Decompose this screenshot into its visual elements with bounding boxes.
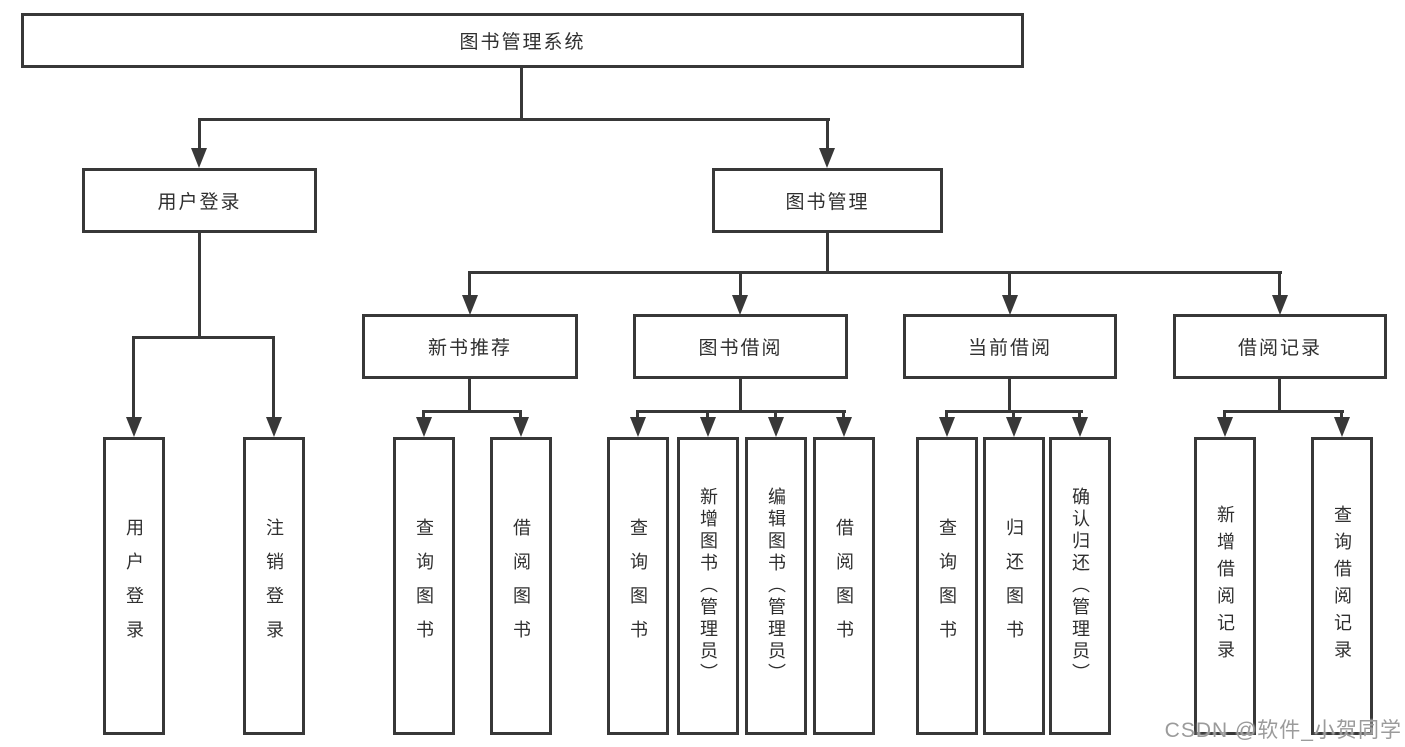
node-book-management: 图书管理 [712,168,943,233]
node-user-login: 用户登录 [82,168,317,233]
leaf-edit-book-admin: 编辑图书（管理员） [745,437,807,735]
leaf-label: 查询借阅记录 [1332,505,1352,667]
node-label: 用户登录 [157,192,242,213]
leaf-label: 用户登录 [124,518,144,654]
watermark: CSDN @软件_小贺同学 [1164,719,1402,742]
leaf-add-borrow-record: 新增借阅记录 [1194,437,1256,735]
arrowhead [819,148,835,168]
leaf-label: 借阅图书 [511,518,531,654]
connector-line [1223,410,1344,413]
leaf-query-borrow-record: 查询借阅记录 [1311,437,1373,735]
arrowhead [513,417,529,437]
arrowhead [462,295,478,315]
connector-line [945,410,1083,413]
arrowhead [1072,417,1088,437]
connector-line [826,233,829,274]
node-borrowing-records: 借阅记录 [1173,314,1387,379]
arrowhead [939,417,955,437]
node-current-borrowing: 当前借阅 [903,314,1117,379]
arrowhead [126,417,142,437]
connector-line [132,336,275,339]
arrowhead [1334,417,1350,437]
arrowhead [1217,417,1233,437]
node-book-borrowing: 图书借阅 [633,314,848,379]
node-label: 图书借阅 [698,338,783,359]
arrowhead [630,417,646,437]
connector-line [468,274,471,298]
connector-line [468,379,471,412]
leaf-label: 新增借阅记录 [1215,505,1235,667]
arrowhead [1272,295,1288,315]
node-label: 借阅记录 [1237,338,1322,359]
connector-line [1278,274,1281,298]
connector-line [1278,379,1281,412]
arrowhead [700,417,716,437]
arrowhead [768,417,784,437]
connector-line [739,274,742,298]
connector-line [1008,379,1011,412]
leaf-query-books-recommend: 查询图书 [393,437,455,735]
connector-line [520,68,523,121]
leaf-borrow-books-borrowing: 借阅图书 [813,437,875,735]
arrowhead [1006,417,1022,437]
connector-line [636,410,846,413]
leaf-query-books-borrowing: 查询图书 [607,437,669,735]
leaf-logout: 注销登录 [243,437,305,735]
connector-line [272,339,275,419]
node-new-book-recommend: 新书推荐 [362,314,578,379]
leaf-label: 查询图书 [628,518,648,654]
leaf-label: 新增图书（管理员） [698,487,718,685]
leaf-return-book: 归还图书 [983,437,1045,735]
leaf-label: 确认归还（管理员） [1070,487,1090,685]
connector-line [198,233,201,339]
arrowhead [191,148,207,168]
connector-line [198,121,201,151]
leaf-label: 借阅图书 [834,518,854,654]
node-label: 当前借阅 [967,338,1052,359]
node-label: 图书管理 [785,192,870,213]
arrowhead [416,417,432,437]
leaf-borrow-books-recommend: 借阅图书 [490,437,552,735]
arrowhead [266,417,282,437]
connector-line [422,410,522,413]
connector-line [468,271,1282,274]
arrowhead [1002,295,1018,315]
leaf-add-book-admin: 新增图书（管理员） [677,437,739,735]
leaf-user-login: 用户登录 [103,437,165,735]
arrowhead [732,295,748,315]
connector-line [198,118,830,121]
connector-line [132,339,135,419]
leaf-label: 编辑图书（管理员） [766,487,786,685]
connector-line [739,379,742,412]
node-root: 图书管理系统 [21,13,1024,68]
leaf-label: 注销登录 [264,518,284,654]
arrowhead [836,417,852,437]
connector-line [1008,274,1011,298]
leaf-label: 查询图书 [414,518,434,654]
connector-line [826,121,829,151]
leaf-confirm-return-admin: 确认归还（管理员） [1049,437,1111,735]
leaf-label: 查询图书 [937,518,957,654]
node-label: 图书管理系统 [459,32,586,53]
node-label: 新书推荐 [427,338,512,359]
leaf-query-books-current: 查询图书 [916,437,978,735]
leaf-label: 归还图书 [1004,518,1024,654]
